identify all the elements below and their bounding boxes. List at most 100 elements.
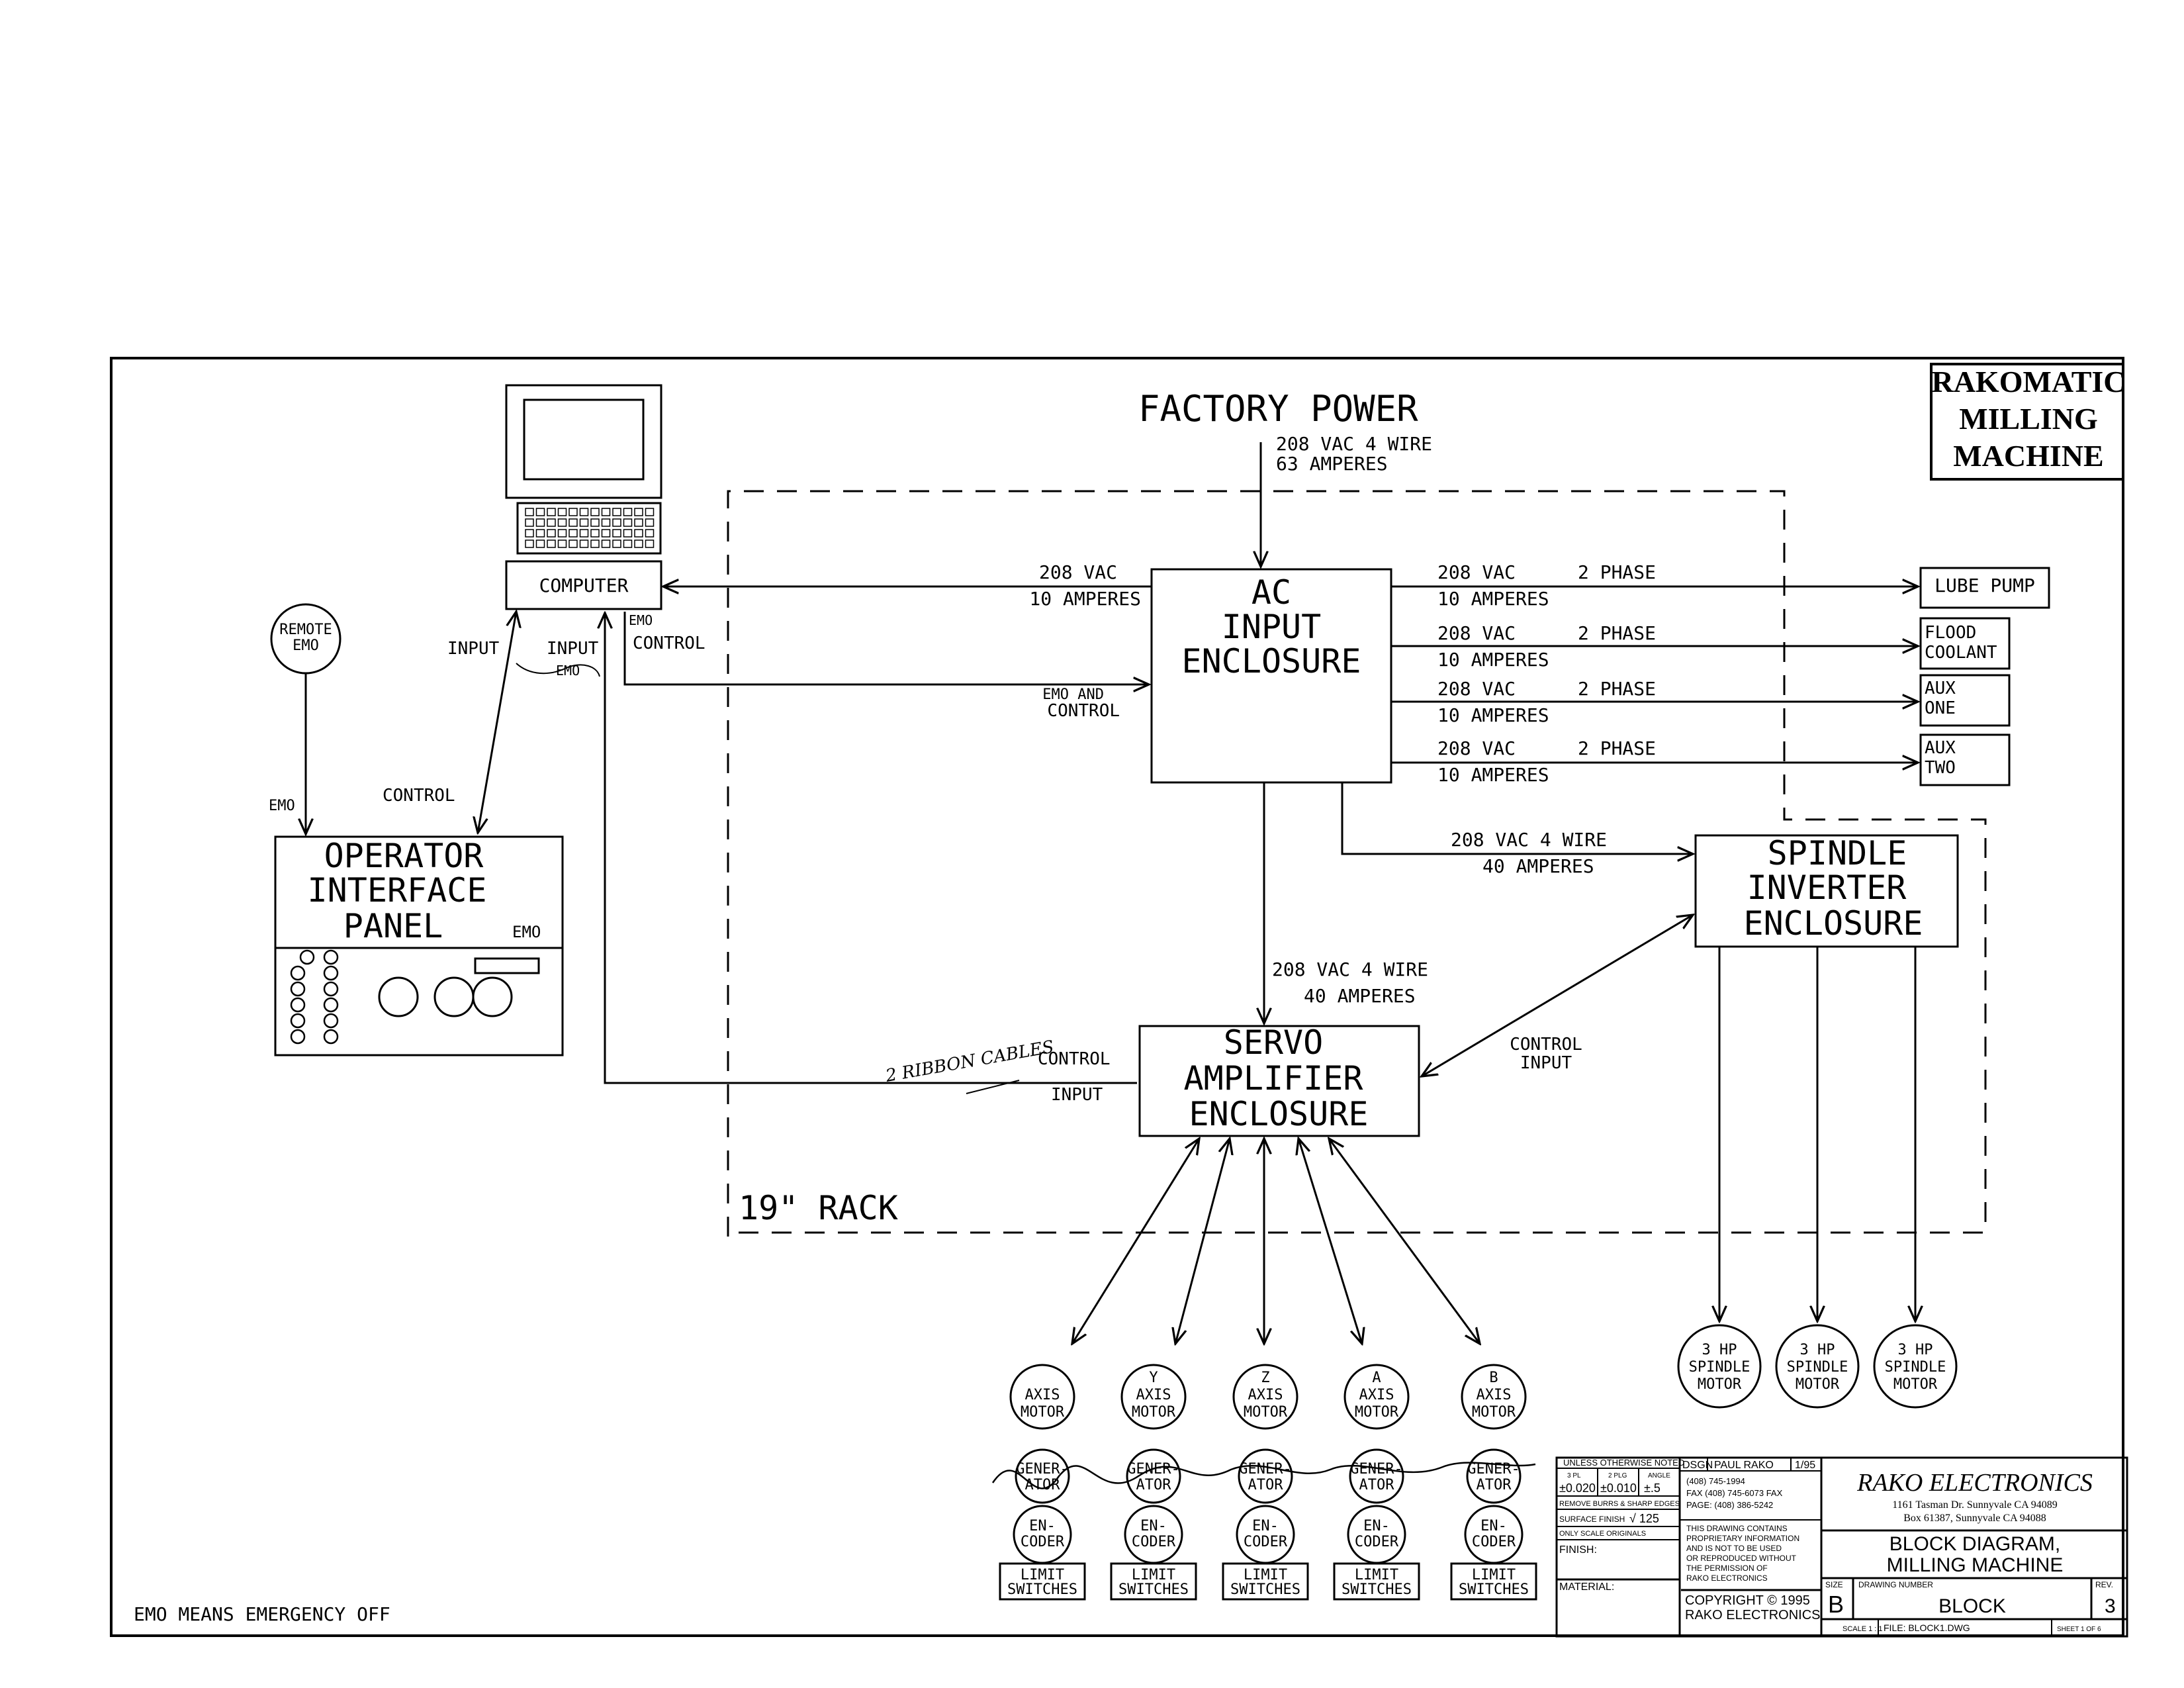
output-device-label: LUBE PUMP xyxy=(1934,575,2035,596)
encoder-label-1: EN- xyxy=(1252,1518,1279,1534)
tb-tol-2pl: 2 PLG xyxy=(1608,1472,1627,1479)
computer-label: COMPUTER xyxy=(539,575,629,596)
encoder-label-2: CODER xyxy=(1244,1534,1288,1550)
panel-button[interactable] xyxy=(290,965,306,981)
axis-motor-label: MOTOR xyxy=(1021,1404,1065,1421)
axis-name: Y xyxy=(1149,1370,1158,1386)
input-right-label: INPUT xyxy=(547,639,599,659)
keyboard-key xyxy=(525,529,534,538)
keyboard-key xyxy=(601,539,611,548)
panel-display xyxy=(474,957,540,974)
tb-copyright-2: RAKO ELECTRONICS xyxy=(1685,1608,1820,1622)
servo-axis-line xyxy=(1329,1139,1480,1344)
tb-rev-label: REV. xyxy=(2095,1580,2113,1589)
generator-label-2: ATOR xyxy=(1136,1477,1172,1493)
output-phase: 2 PHASE xyxy=(1578,622,1656,644)
panel-button[interactable] xyxy=(290,1029,306,1045)
keyboard-key xyxy=(569,518,578,527)
remote-emo-line-1: REMOTE xyxy=(279,622,332,638)
keyboard-key xyxy=(547,508,556,516)
panel-button[interactable] xyxy=(323,965,339,981)
axis-motor-circle xyxy=(1120,1364,1187,1430)
keyboard-key xyxy=(634,529,643,538)
limit-switches-label-2: SWITCHES xyxy=(1230,1581,1300,1598)
tb-material: MATERIAL: xyxy=(1559,1581,1614,1593)
ac-servo-voltage: 208 VAC 4 WIRE xyxy=(1272,959,1428,980)
generator-circle xyxy=(1349,1448,1404,1504)
output-device-label: FLOOD xyxy=(1925,623,1976,643)
title-line-2: MILLING xyxy=(1959,402,2098,436)
tb-phone-2: FAX (408) 745-6073 FAX xyxy=(1686,1488,1783,1498)
limit-switches-box xyxy=(1110,1562,1197,1601)
axis-name: Z xyxy=(1261,1370,1269,1386)
factory-power-current: 63 AMPERES xyxy=(1276,453,1388,475)
tb-phone-1: (408) 745-1994 xyxy=(1686,1476,1745,1486)
servo-amplifier-enclosure xyxy=(1138,1025,1420,1137)
keyboard-key xyxy=(612,508,621,516)
spindle-inverter-enclosure xyxy=(1694,834,1959,948)
keyboard-key xyxy=(579,518,589,527)
keyboard-key xyxy=(525,539,534,548)
emo-control-label-2: CONTROL xyxy=(633,633,705,653)
keyboard-key xyxy=(557,518,567,527)
limit-switches-label-2: SWITCHES xyxy=(1459,1581,1529,1598)
limit-switches-box xyxy=(1333,1562,1420,1601)
tb-prop-6: RAKO ELECTRONICS xyxy=(1686,1573,1768,1583)
limit-switches-box xyxy=(1450,1562,1537,1601)
panel-button[interactable] xyxy=(323,1013,339,1029)
tb-burrs: REMOVE BURRS & SHARP EDGES xyxy=(1559,1500,1680,1508)
operator-panel-line-3: PANEL xyxy=(343,907,443,945)
generator-label-2: ATOR xyxy=(1359,1477,1395,1493)
tb-scale: SCALE 1 : 1 xyxy=(1843,1625,1883,1633)
tb-date: 1/95 xyxy=(1795,1460,1815,1471)
panel-buttons xyxy=(290,949,339,1045)
generator-circle xyxy=(1126,1448,1181,1504)
keyboard-key xyxy=(525,508,534,516)
tb-sheet: SHEET 1 OF 6 xyxy=(2057,1626,2101,1633)
encoder-label-1: EN- xyxy=(1363,1518,1390,1534)
tb-finish: FINISH: xyxy=(1559,1544,1597,1556)
ac-enclosure-line-3: ENCLOSURE xyxy=(1182,642,1361,680)
emo-control-line xyxy=(623,612,1149,684)
axis-motor-label: MOTOR xyxy=(1355,1404,1399,1421)
generator-circle xyxy=(1238,1448,1293,1504)
output-current: 10 AMPERES xyxy=(1437,588,1549,610)
axis-motor-circle xyxy=(1009,1364,1075,1430)
panel-button[interactable] xyxy=(323,949,339,965)
panel-button[interactable] xyxy=(299,949,315,965)
monitor xyxy=(505,384,662,499)
servo-computer-line xyxy=(605,613,1137,1084)
limit-switches-label-1: LIMIT xyxy=(1472,1567,1516,1583)
handwritten-wave xyxy=(991,1462,1536,1489)
keyboard-key xyxy=(634,508,643,516)
servo-enclosure-line-3: ENCLOSURE xyxy=(1189,1095,1369,1133)
panel-button[interactable] xyxy=(290,997,306,1013)
generator-label-2: ATOR xyxy=(1248,1477,1284,1493)
aux-one-box xyxy=(1919,674,2011,727)
handwritten-note: 2 RIBBON CABLES xyxy=(884,1037,1056,1086)
limit-switches-label-1: LIMIT xyxy=(1355,1567,1398,1583)
title-box xyxy=(1930,363,2124,481)
tb-designer: PAUL RAKO xyxy=(1714,1460,1774,1471)
panel-button[interactable] xyxy=(323,1029,339,1045)
tb-dsgn-label: DSGN xyxy=(1682,1460,1713,1471)
keyboard-key xyxy=(535,539,545,548)
keyboard-key xyxy=(557,529,567,538)
output-voltage: 208 VAC xyxy=(1437,561,1516,583)
keyboard-key xyxy=(612,539,621,548)
tb-prop-5: THE PERMISSION OF xyxy=(1686,1564,1768,1573)
operator-panel-line-2: INTERFACE xyxy=(308,871,487,910)
panel-button[interactable] xyxy=(323,997,339,1013)
aux-two-box xyxy=(1919,733,2011,786)
keyboard-key xyxy=(590,518,600,527)
panel-button[interactable] xyxy=(323,981,339,997)
panel-button[interactable] xyxy=(290,981,306,997)
output-device-label-2: ONE xyxy=(1925,698,1956,718)
keyboard-key xyxy=(601,529,611,538)
panel-button[interactable] xyxy=(290,1013,306,1029)
tb-tol-3pl: 3 PL xyxy=(1567,1472,1581,1479)
axis-name: B xyxy=(1489,1370,1498,1386)
keyboard-key xyxy=(590,539,600,548)
